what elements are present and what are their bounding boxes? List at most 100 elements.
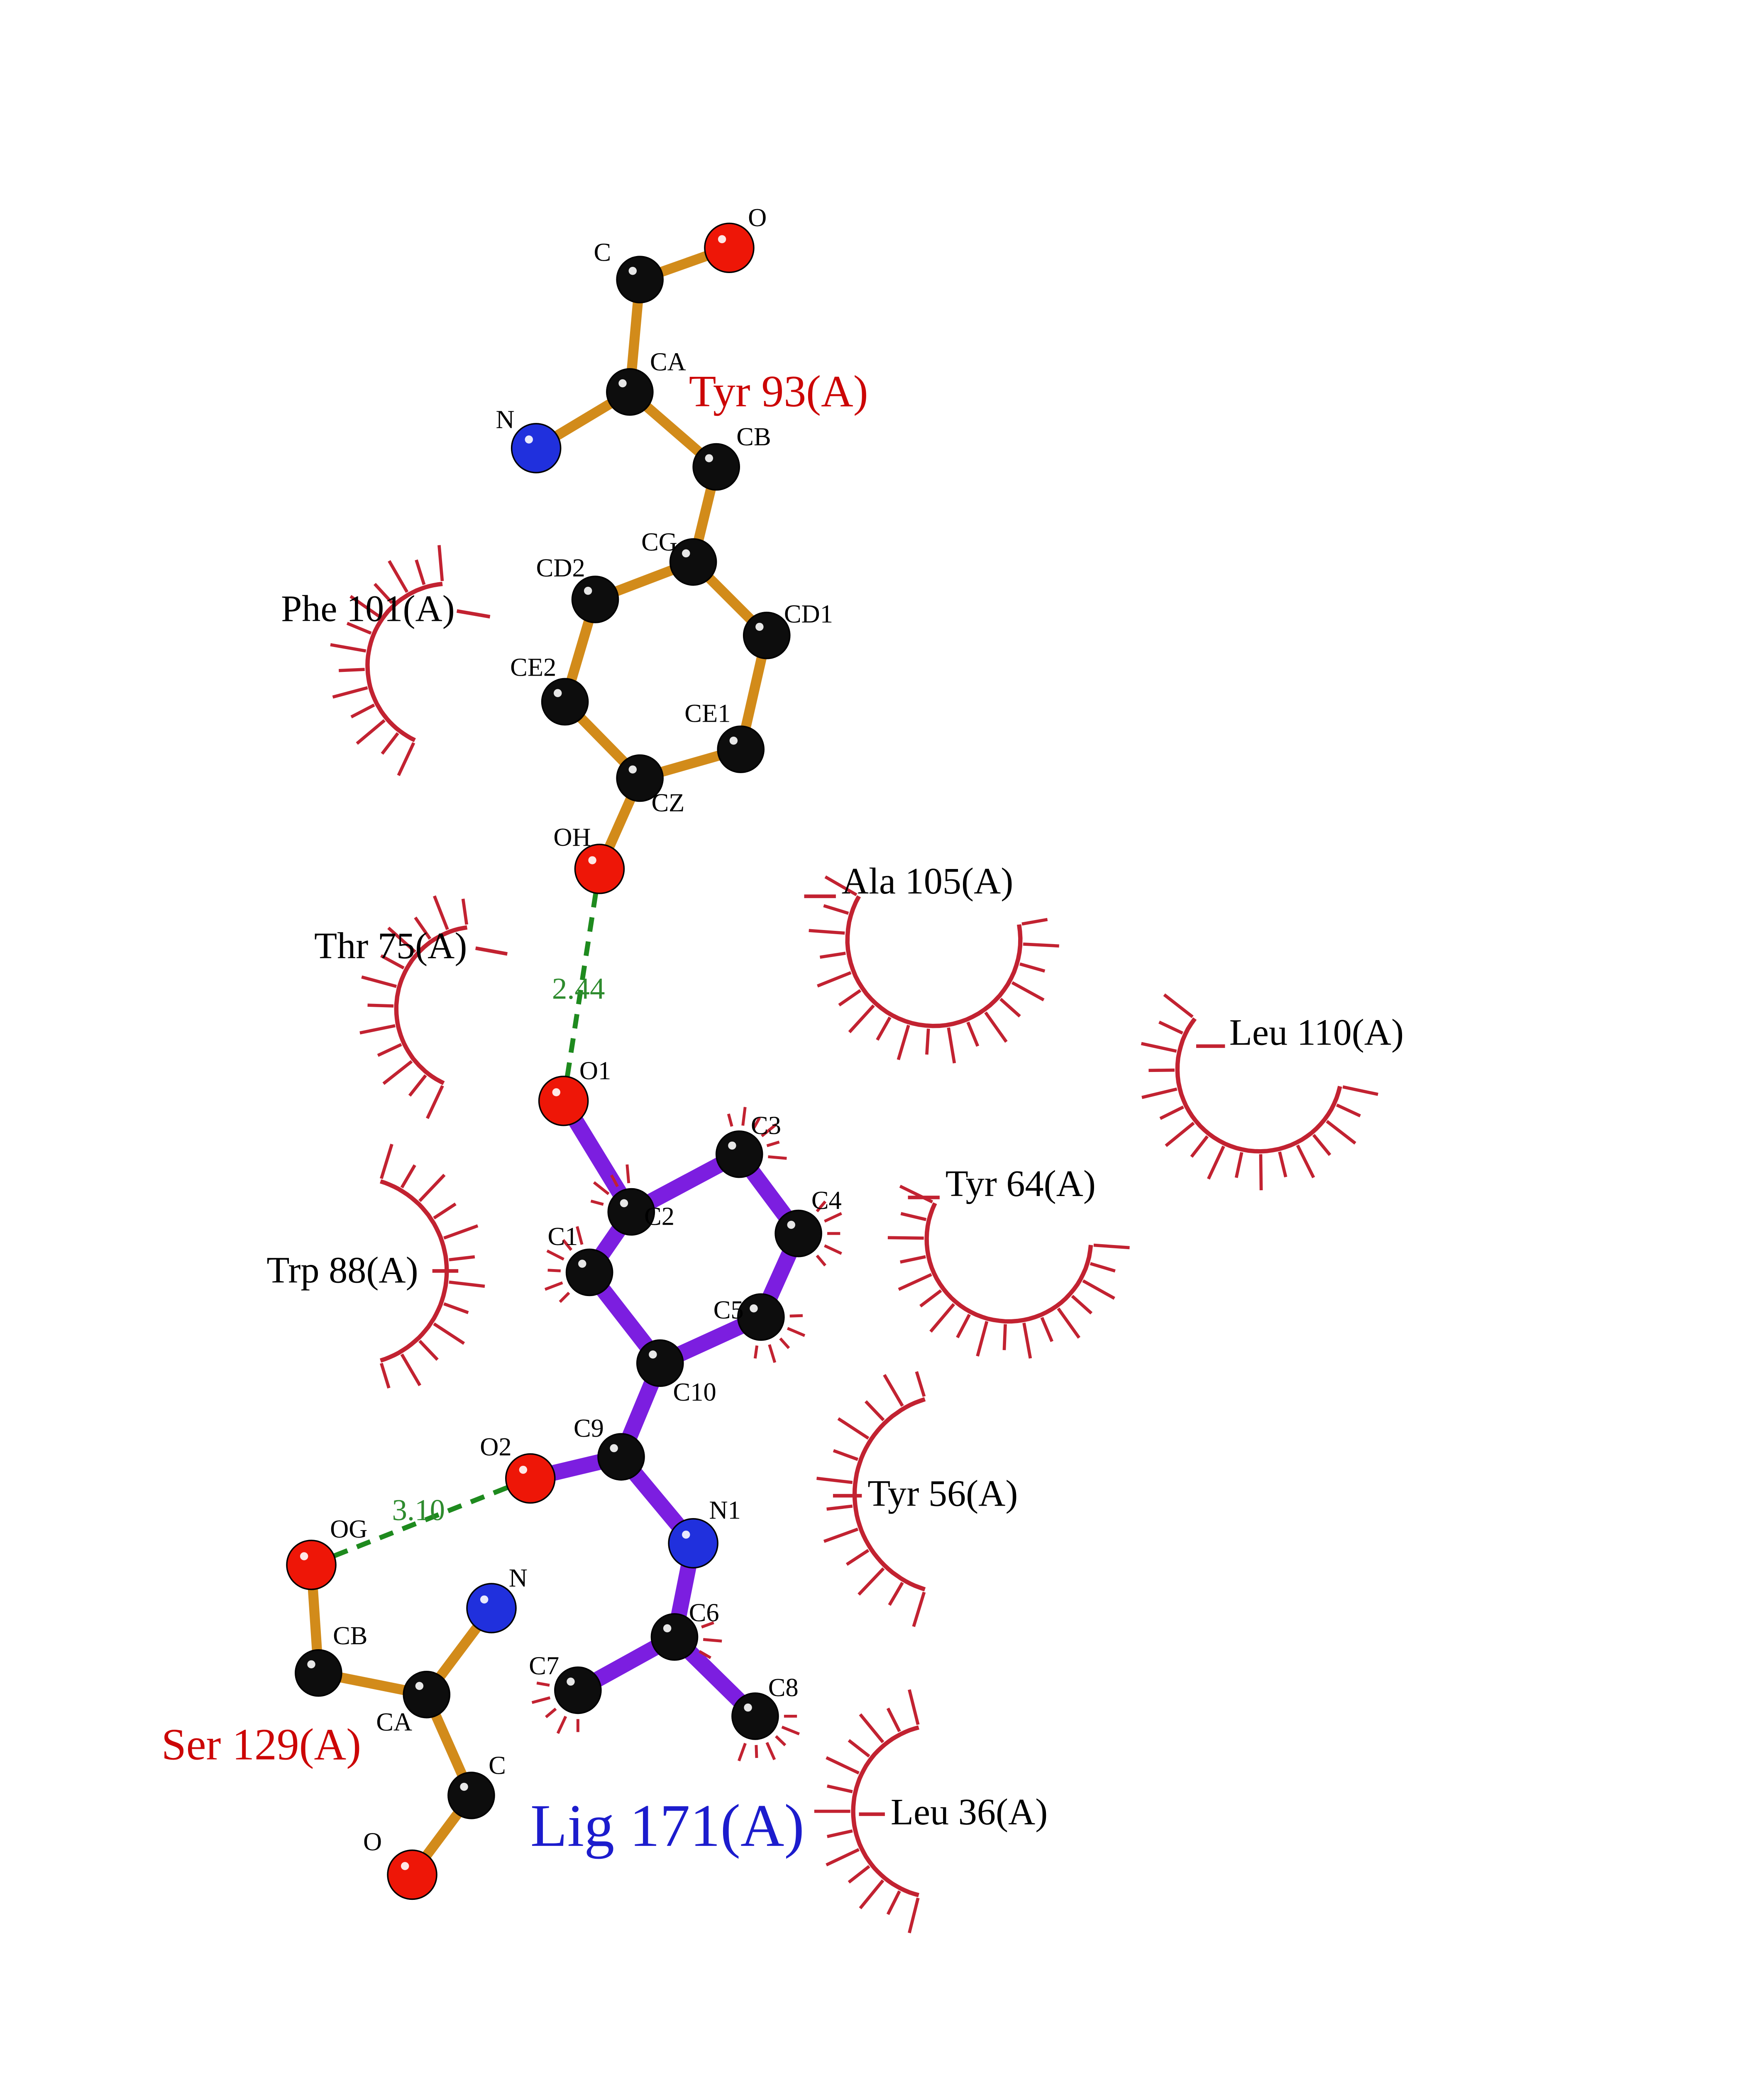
- ser129-atom-O: [387, 1849, 437, 1900]
- atom-highlight: [415, 1682, 424, 1690]
- contact-spike: [919, 1289, 942, 1308]
- contact-label-5: Trp 88(A): [266, 1249, 418, 1291]
- contact-spike: [1312, 1134, 1332, 1156]
- ser129-atom-CA: [403, 1671, 451, 1719]
- atom-highlight: [578, 1260, 586, 1268]
- contact-spike: [912, 1592, 926, 1627]
- tyr93-atom-CZ: [616, 754, 664, 802]
- contact-spike: [359, 1024, 396, 1035]
- contact-spike: [1082, 1279, 1115, 1300]
- ligand-contact-lash: [546, 1249, 564, 1261]
- lig-atom-label-O2: O2: [480, 1432, 511, 1461]
- atom-highlight: [460, 1782, 468, 1791]
- contact-spike: [1090, 1262, 1116, 1273]
- contact-spike: [1148, 1068, 1175, 1072]
- lig-atom-C9: [597, 1433, 645, 1481]
- contact-spike: [859, 1713, 884, 1743]
- lig-atom-label-C8: C8: [768, 1673, 799, 1702]
- ligand-contact-lash: [593, 1181, 610, 1195]
- lig-atom-C7: [554, 1666, 602, 1714]
- contact-spike: [837, 1417, 870, 1440]
- ligand-contact-lash: [737, 1743, 747, 1762]
- ser129-atom-label-C: C: [489, 1750, 506, 1780]
- lig-atom-label-C1: C1: [547, 1222, 578, 1251]
- contact-spike: [1159, 1105, 1184, 1120]
- contact-spike: [380, 954, 405, 970]
- ligand-contact-lash: [768, 1344, 777, 1363]
- atom-highlight: [729, 737, 738, 745]
- contact-spike: [915, 1371, 926, 1397]
- atom-highlight: [552, 1088, 561, 1096]
- lig-atom-C8: [731, 1692, 779, 1740]
- contact-spike: [332, 686, 368, 699]
- contact-spike: [1165, 1122, 1195, 1147]
- contact-spike: [838, 989, 862, 1007]
- hbond-distance-0: 2.44: [552, 972, 605, 1005]
- tyr93-atom-C: [616, 256, 664, 303]
- atom-highlight: [618, 379, 627, 388]
- tyr93-atom-label-CZ: CZ: [651, 788, 684, 817]
- lig-atom-label-C6: C6: [689, 1598, 719, 1627]
- contact-spike: [976, 1321, 989, 1357]
- ligand-contact-lash: [816, 1255, 826, 1267]
- lig-atom-C1: [565, 1248, 613, 1296]
- contact-spike: [432, 895, 449, 930]
- contact-spike: [897, 1025, 910, 1060]
- atom-highlight: [480, 1595, 489, 1604]
- contact-spike: [1336, 1103, 1361, 1118]
- contact-spike: [848, 1004, 875, 1033]
- hbond-line-1: [310, 1476, 531, 1567]
- lig-atom-N1: [668, 1518, 718, 1569]
- tyr93-atom-label-CE2: CE2: [510, 652, 556, 681]
- contact-spike: [1093, 1243, 1130, 1250]
- atom-highlight: [705, 454, 713, 462]
- contact-spike: [1278, 1151, 1288, 1178]
- contact-spike: [1002, 1324, 1007, 1350]
- contact-spike: [1190, 1135, 1209, 1158]
- ser129-atom-label-CB: CB: [333, 1621, 367, 1650]
- contact-spike: [898, 1273, 932, 1291]
- ligand-contact-lash: [774, 1735, 787, 1746]
- tyr93-atom-label-C: C: [594, 237, 611, 266]
- contact-spike: [1011, 981, 1045, 1001]
- contact-spike: [929, 1303, 955, 1333]
- tyr93-atom-label-CA: CA: [650, 347, 686, 376]
- ligand-contact-lash: [701, 1621, 714, 1628]
- contact-arc-0: [365, 581, 443, 742]
- tyr93-atom-O: [704, 222, 755, 273]
- contact-spike: [876, 1016, 892, 1041]
- lig-atom-label-C2: C2: [644, 1201, 674, 1230]
- contact-spike: [381, 732, 399, 755]
- contact-spike: [899, 1184, 933, 1204]
- tyr93-atom-label-N: N: [496, 405, 514, 434]
- contact-arc-4: [924, 1202, 1093, 1324]
- ligand-contact-lash: [536, 1682, 550, 1687]
- contact-spike: [908, 1689, 920, 1725]
- contact-spike: [1326, 1120, 1356, 1145]
- contact-spike: [373, 583, 393, 604]
- atom-highlight: [519, 1465, 528, 1474]
- contact-spike: [339, 668, 365, 672]
- tyr93-atom-label-CE1: CE1: [684, 699, 731, 728]
- tyr93-atom-label-CD1: CD1: [784, 599, 833, 628]
- tyr93-atom-label-CB: CB: [736, 422, 771, 451]
- ligand-contact-lash: [761, 1123, 777, 1138]
- tyr93-atom-label-O: O: [748, 203, 767, 232]
- contact-spike: [349, 595, 381, 618]
- contact-spike: [426, 1085, 444, 1119]
- contact-spike: [886, 1890, 901, 1915]
- contact-spike: [956, 1313, 971, 1338]
- contact-spike: [388, 560, 409, 593]
- atom-highlight: [525, 435, 533, 444]
- contact-spike: [1158, 1020, 1183, 1035]
- contact-spike: [900, 1255, 926, 1264]
- contact-spike: [826, 1848, 860, 1867]
- contact-spike: [361, 975, 397, 988]
- contact-spike: [827, 1784, 853, 1794]
- tyr93-atom-CD1: [743, 611, 791, 659]
- lig-atom-C4: [774, 1209, 822, 1257]
- ligand-contact-lash: [703, 1638, 722, 1643]
- ser129-atom-label-O: O: [363, 1827, 382, 1856]
- lig-atom-C10: [636, 1339, 684, 1387]
- contact-spike: [827, 1829, 853, 1838]
